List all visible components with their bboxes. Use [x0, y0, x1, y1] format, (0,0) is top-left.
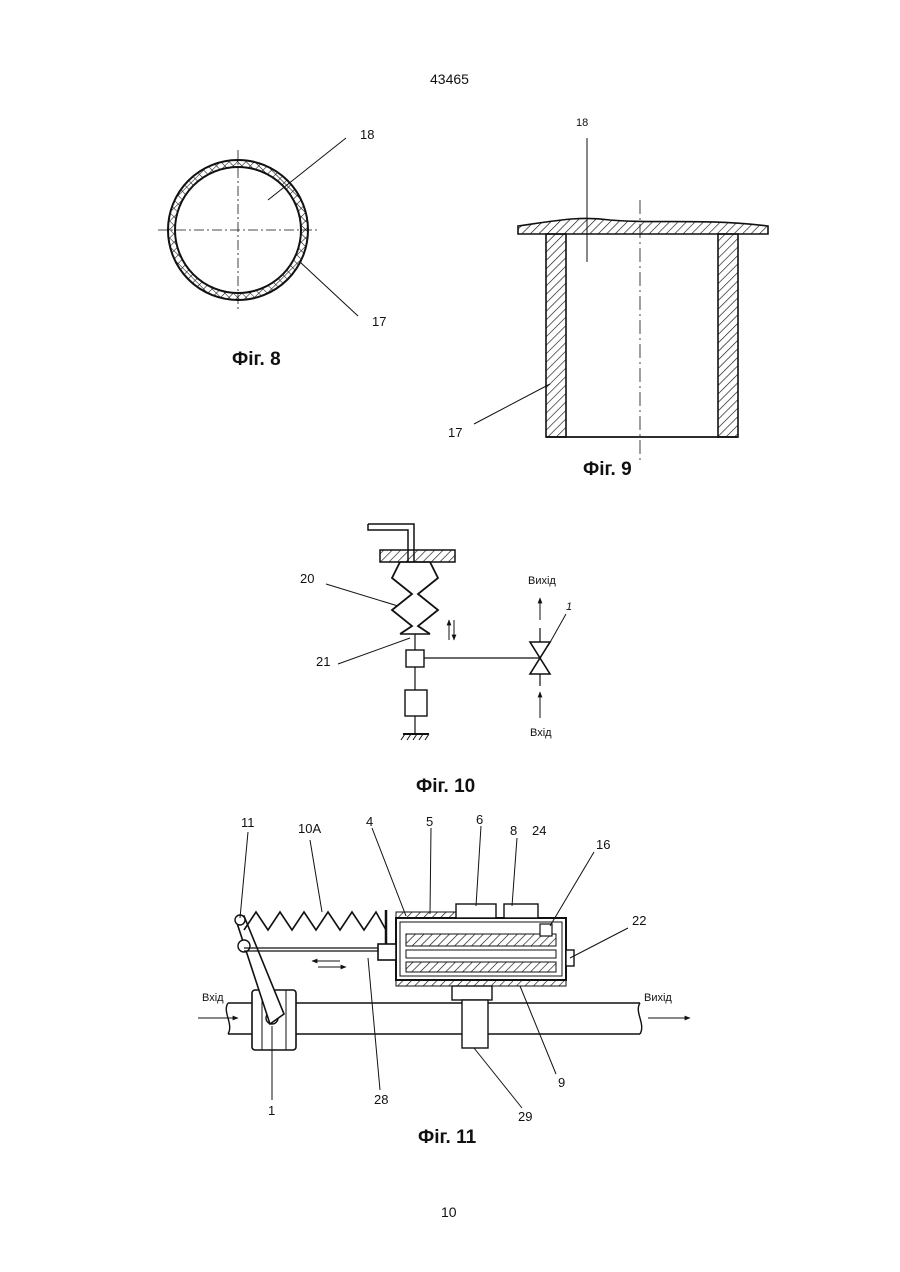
fig10-caption: Фіг. 10	[416, 777, 475, 796]
fig11-outlet-label: Вихід	[644, 993, 672, 1004]
fig11-ref-6: 6	[476, 813, 483, 826]
fig11-ref-1: 1	[268, 1104, 275, 1117]
fig10-inlet-label: Вхід	[530, 728, 552, 739]
fig11-valve-assembly	[198, 826, 690, 1108]
fig8-ref-18: 18	[360, 128, 374, 141]
fig11-ref-4: 4	[366, 815, 373, 828]
fig9-ref-17: 17	[448, 426, 462, 439]
document-number: 43465	[430, 72, 469, 86]
fig8-caption: Фіг. 8	[232, 350, 281, 369]
fig10-ref-20: 20	[300, 572, 314, 585]
fig10-bellows-schematic	[326, 524, 566, 740]
fig8-ref-17: 17	[372, 315, 386, 328]
fig9-tube-longitudinal	[474, 138, 768, 460]
fig11-ref-24: 24	[532, 824, 546, 837]
fig9-ref-18: 18	[576, 118, 588, 129]
fig11-ref-9: 9	[558, 1076, 565, 1089]
fig8-tube-section	[158, 138, 358, 316]
fig11-inlet-label: Вхід	[202, 993, 224, 1004]
fig11-ref-10a: 10A	[298, 822, 321, 835]
fig11-ref-29: 29	[518, 1110, 532, 1123]
fig9-caption: Фіг. 9	[583, 460, 632, 479]
fig11-ref-5: 5	[426, 815, 433, 828]
fig10-ref-1: 1	[566, 602, 572, 613]
fig11-ref-11: 11	[241, 816, 255, 829]
page-number: 10	[441, 1205, 457, 1219]
fig10-outlet-label: Вихід	[528, 576, 556, 587]
fig11-ref-28: 28	[374, 1093, 388, 1106]
fig11-ref-8: 8	[510, 824, 517, 837]
fig11-ref-22: 22	[632, 914, 646, 927]
fig11-caption: Фіг. 11	[418, 1128, 476, 1147]
fig11-ref-16: 16	[596, 838, 610, 851]
fig10-ref-21: 21	[316, 655, 330, 668]
